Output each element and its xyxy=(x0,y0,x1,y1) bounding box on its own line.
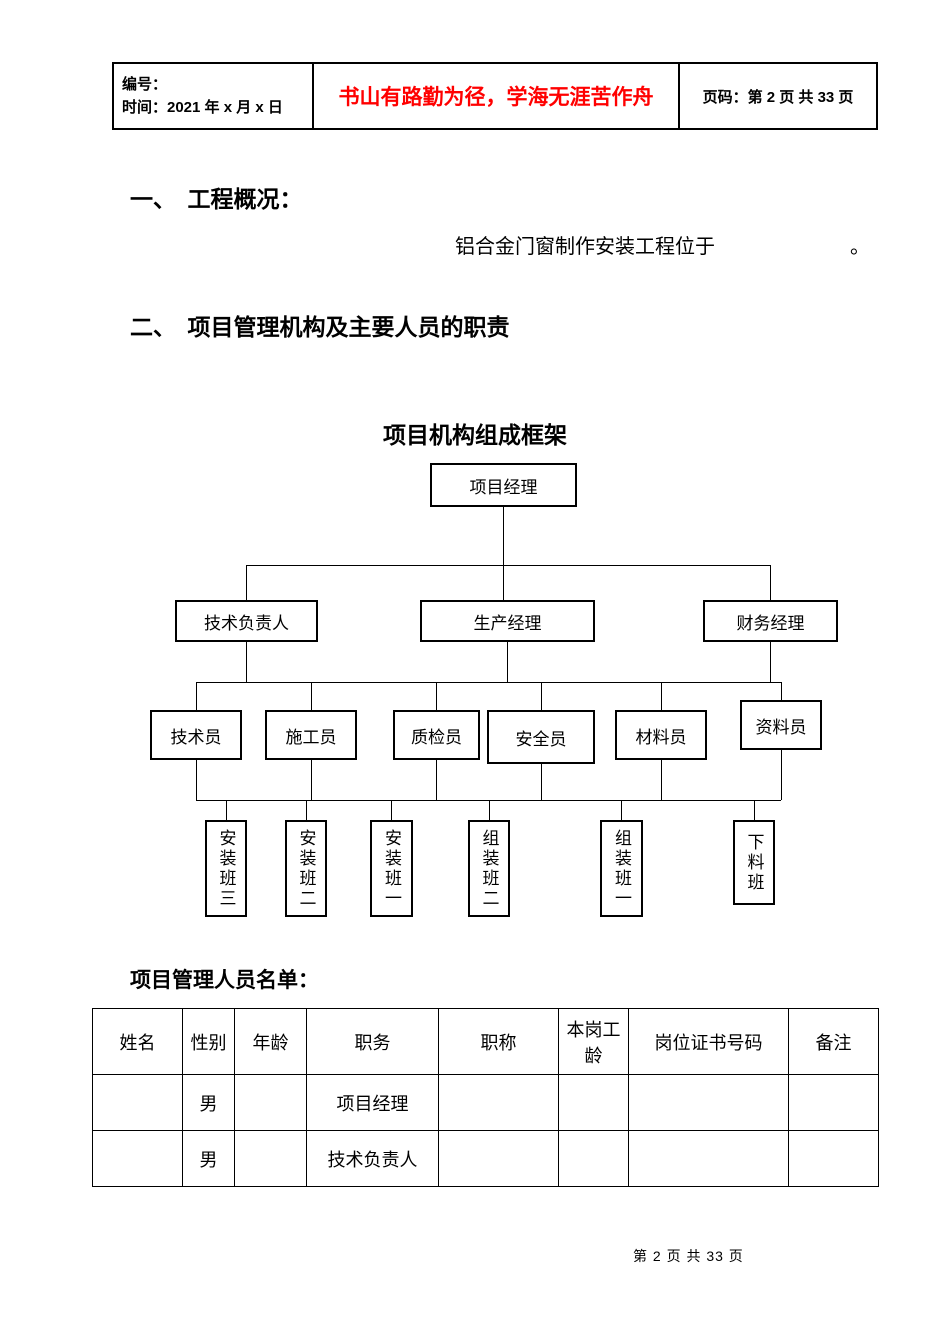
col-header-gender: 性别 xyxy=(182,1008,235,1075)
org-connector xyxy=(246,565,770,566)
org-box-assembly-team-1: 组装班一 xyxy=(600,820,643,917)
table-cell xyxy=(628,1130,789,1187)
org-box-install-team-1: 安装班一 xyxy=(370,820,413,917)
table-cell xyxy=(788,1130,879,1187)
org-connector xyxy=(246,565,247,600)
org-connector xyxy=(661,682,662,710)
org-box-cutting-team: 下料班 xyxy=(733,820,775,905)
org-connector xyxy=(503,565,504,600)
org-box-material-clerk: 材料员 xyxy=(615,710,707,760)
org-connector xyxy=(754,800,755,820)
org-box-quality-inspector: 质检员 xyxy=(393,710,480,760)
org-connector xyxy=(781,750,782,800)
table-cell xyxy=(628,1074,789,1131)
doc-number-label: 编号： xyxy=(122,75,168,93)
col-header-age: 年龄 xyxy=(234,1008,307,1075)
org-box-finance-manager: 财务经理 xyxy=(703,600,838,642)
section-2-heading: 二、 项目管理机构及主要人员的职责 xyxy=(130,314,510,340)
org-connector xyxy=(436,682,437,710)
org-connector xyxy=(489,800,490,820)
table-cell xyxy=(234,1130,307,1187)
section-1-body-text: 铝合金门窗制作安装工程位于 xyxy=(455,236,715,258)
section-1-body: 铝合金门窗制作安装工程位于 。 xyxy=(455,230,870,259)
header-meta-cell: 编号： 时间：2021 年 x 月 x 日 xyxy=(114,64,312,128)
page-header-table: 编号： 时间：2021 年 x 月 x 日 书山有路勤为径，学海无涯苦作舟 页码… xyxy=(112,62,878,130)
table-cell xyxy=(558,1074,629,1131)
page-footer-text: 第 2 页 共 33 页 xyxy=(633,1248,744,1264)
col-header-tenure: 本岗工龄 xyxy=(558,1008,629,1075)
org-box-safety-officer: 安全员 xyxy=(487,710,595,764)
org-connector xyxy=(196,682,781,683)
table-cell xyxy=(438,1130,559,1187)
org-box-project-manager: 项目经理 xyxy=(430,463,577,507)
col-header-title: 职称 xyxy=(438,1008,559,1075)
org-box-assembly-team-2: 组装班二 xyxy=(468,820,510,917)
table-cell: 男 xyxy=(182,1074,235,1131)
table-cell: 技术负责人 xyxy=(306,1130,439,1187)
org-connector xyxy=(306,800,307,820)
org-connector xyxy=(311,760,312,800)
header-motto-cell: 书山有路勤为径，学海无涯苦作舟 xyxy=(312,64,678,128)
org-connector xyxy=(661,760,662,800)
org-connector xyxy=(196,800,781,801)
table-cell xyxy=(92,1074,183,1131)
section-1-period: 。 xyxy=(850,236,870,258)
table-row: 男 技术负责人 xyxy=(92,1130,879,1187)
personnel-table: 姓名 性别 年龄 职务 职称 本岗工龄 岗位证书号码 备注 男 项目经理 男 技… xyxy=(92,1008,879,1187)
org-box-technical-lead: 技术负责人 xyxy=(175,600,318,642)
org-box-document-clerk: 资料员 xyxy=(740,700,822,750)
org-connector xyxy=(507,642,508,682)
table-header-row: 姓名 性别 年龄 职务 职称 本岗工龄 岗位证书号码 备注 xyxy=(92,1008,879,1075)
org-box-production-manager: 生产经理 xyxy=(420,600,595,642)
org-connector xyxy=(503,507,504,565)
org-connector xyxy=(541,764,542,800)
table-cell xyxy=(234,1074,307,1131)
table-row: 男 项目经理 xyxy=(92,1074,879,1131)
col-header-position: 职务 xyxy=(306,1008,439,1075)
table-cell xyxy=(788,1074,879,1131)
org-box-technician: 技术员 xyxy=(150,710,242,760)
org-chart: 项目经理 技术负责人 生产经理 财务经理 技术员 施工员 质检员 安全员 材料员… xyxy=(0,455,950,950)
org-connector xyxy=(436,760,437,800)
col-header-certificate: 岗位证书号码 xyxy=(628,1008,789,1075)
org-connector xyxy=(770,565,771,600)
org-connector xyxy=(226,800,227,820)
col-header-remarks: 备注 xyxy=(788,1008,879,1075)
col-header-name: 姓名 xyxy=(92,1008,183,1075)
header-page-cell: 页码：第 2 页 共 33 页 xyxy=(678,64,876,128)
table-cell: 项目经理 xyxy=(306,1074,439,1131)
doc-time-label: 时间：2021 年 x 月 x 日 xyxy=(122,99,283,116)
org-connector xyxy=(541,682,542,710)
org-connector xyxy=(621,800,622,820)
table-cell xyxy=(438,1074,559,1131)
org-box-install-team-3: 安装班三 xyxy=(205,820,247,917)
org-box-construction-worker: 施工员 xyxy=(265,710,357,760)
org-connector xyxy=(770,642,771,682)
org-connector xyxy=(781,682,782,700)
motto-text: 书山有路勤为径，学海无涯苦作舟 xyxy=(338,86,654,109)
table-cell: 男 xyxy=(182,1130,235,1187)
org-connector xyxy=(246,642,247,682)
page-number-label: 页码：第 2 页 共 33 页 xyxy=(702,88,854,106)
org-connector xyxy=(196,760,197,800)
table-cell xyxy=(92,1130,183,1187)
table-cell xyxy=(558,1130,629,1187)
org-connector xyxy=(391,800,392,820)
personnel-list-heading: 项目管理人员名单： xyxy=(130,969,319,992)
org-connector xyxy=(196,682,197,710)
org-box-install-team-2: 安装班二 xyxy=(285,820,327,917)
section-1-heading: 一、 工程概况： xyxy=(130,186,303,212)
org-chart-title: 项目机构组成框架 xyxy=(383,422,567,448)
org-connector xyxy=(311,682,312,710)
